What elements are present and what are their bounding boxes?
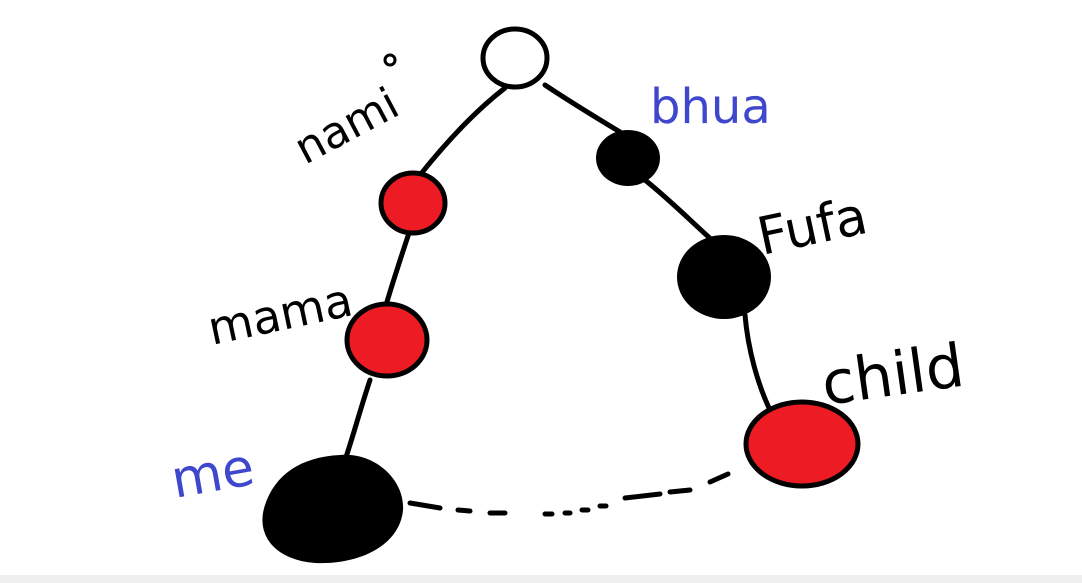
edge-nami-mama [383,227,413,308]
bhua-node [596,130,660,186]
mama-node [344,301,430,379]
label-fufa: Fufa [752,186,872,268]
root-node [480,26,550,90]
edge-root-bhua [542,82,628,138]
label-child: child [817,331,968,420]
edge-bhua-fufa [642,177,715,243]
edge-fufa-child [742,312,773,413]
me-node [262,454,404,564]
label-mama: mama [203,273,357,356]
edge-root-nami [417,85,508,178]
label-nami: nami [286,78,407,175]
label-bhua: bhua [650,79,771,135]
bottom-strip [0,575,1082,583]
edge-mama-me [342,377,373,463]
edge-me-child-dashed [407,471,731,517]
fufa-node [677,235,771,319]
nami-node [378,170,448,236]
label-me: me [167,437,259,510]
label-nami-dot [383,53,397,67]
child-node [743,399,861,489]
